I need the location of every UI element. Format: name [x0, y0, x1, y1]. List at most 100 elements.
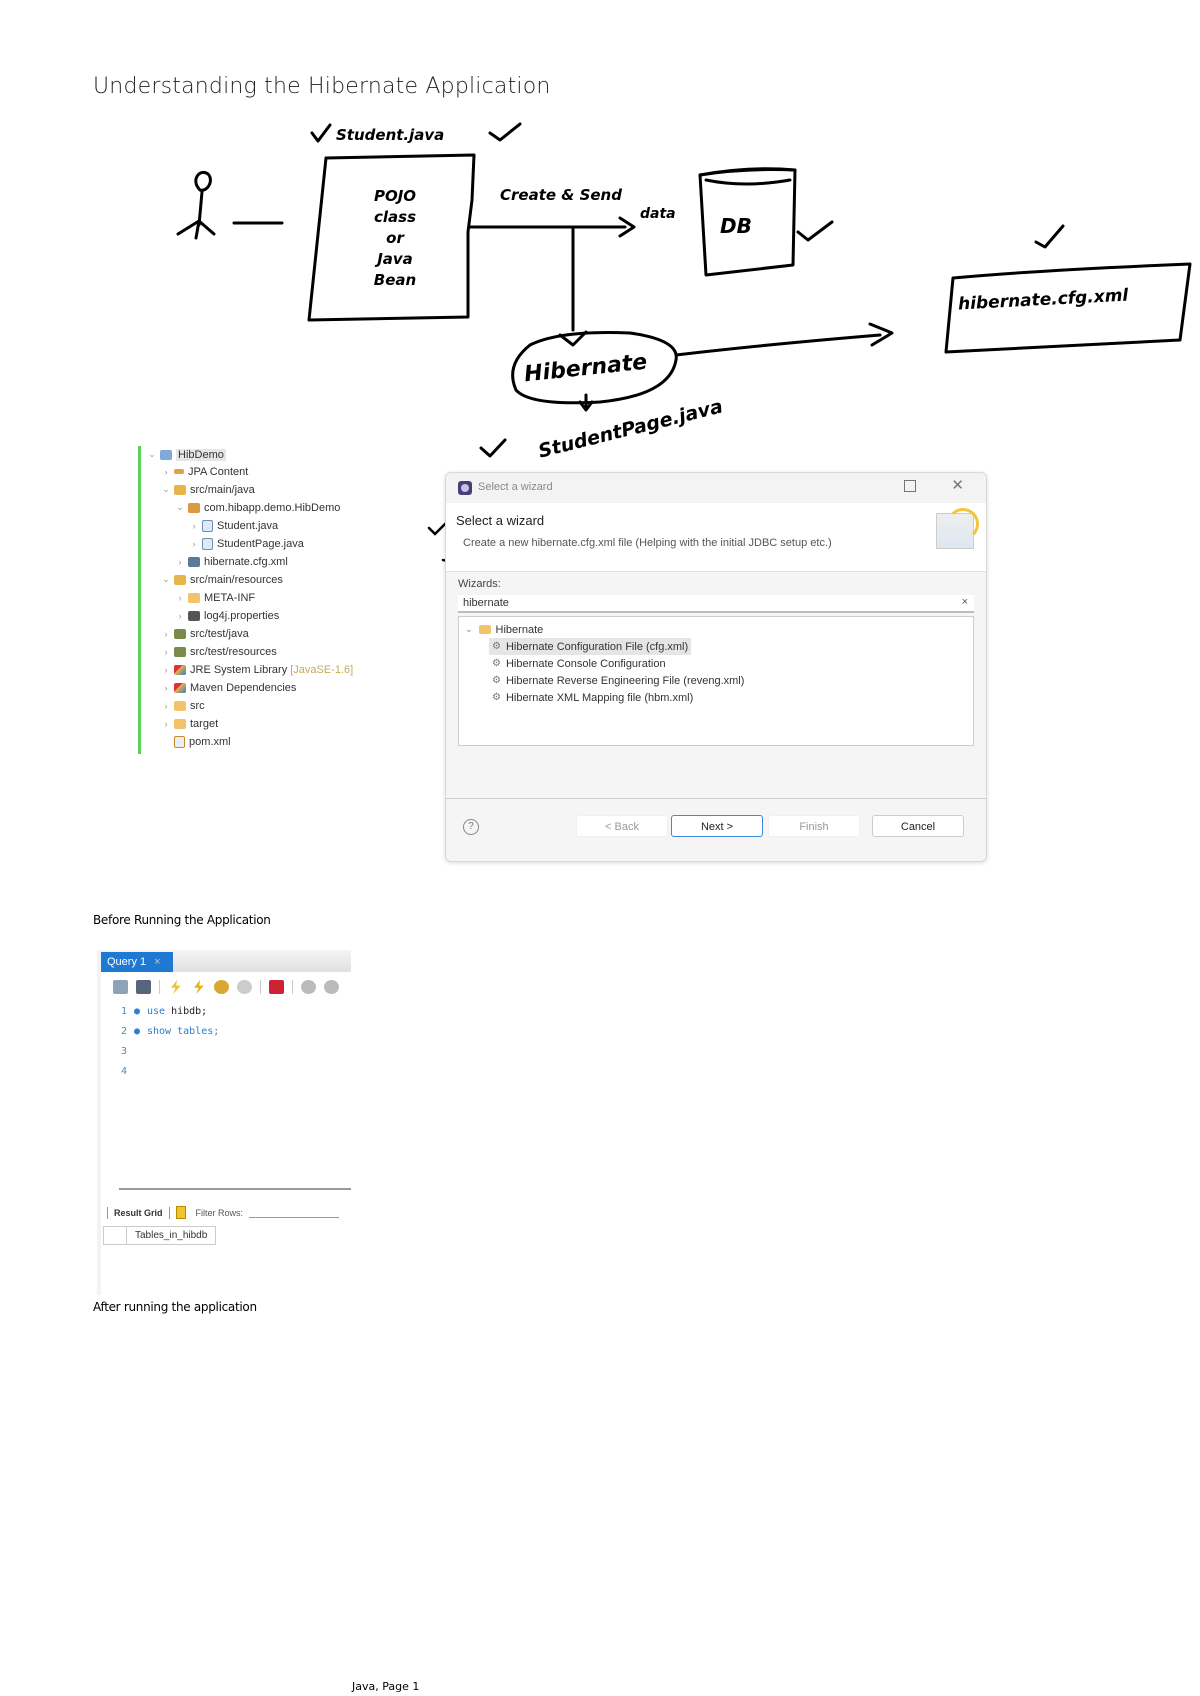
save-icon[interactable] [136, 980, 151, 994]
tree-item-src-test-resources[interactable]: › src/test/resources [161, 643, 277, 660]
tree-item-package[interactable]: ⌄ com.hibapp.demo.HibDemo [175, 499, 340, 516]
column-header[interactable]: Tables_in_hibdb [135, 1230, 208, 1241]
chevron-down-icon[interactable]: ⌄ [465, 624, 473, 634]
chevron-right-icon[interactable]: › [164, 700, 168, 711]
tree-item-maven-deps[interactable]: › Maven Dependencies [161, 679, 297, 696]
tree-item-log4j[interactable]: › log4j.properties [175, 607, 280, 624]
grid-icon[interactable] [175, 1206, 186, 1219]
folder-icon [174, 718, 186, 729]
tree-item-label: Maven Dependencies [190, 681, 297, 694]
code-line[interactable]: 2 ● show tables; [113, 1026, 219, 1037]
code-line[interactable]: 1 ● use hibdb; [113, 1006, 207, 1017]
back-button[interactable]: < Back [576, 815, 668, 837]
chevron-right-icon[interactable]: › [164, 646, 168, 657]
tree-item-label: HibDemo [176, 448, 226, 461]
diagram-pojo-box-text: POJO class or Java Bean [350, 186, 440, 291]
chevron-right-icon[interactable]: › [192, 520, 196, 531]
wizard-filter-input[interactable]: hibernate × [458, 595, 974, 613]
wizard-category-hibernate[interactable]: ⌄ Hibernate [465, 621, 543, 638]
explain-icon[interactable] [214, 980, 229, 994]
wizard-item[interactable]: ⚙ Hibernate XML Mapping file (hbm.xml) [492, 689, 693, 706]
result-grid-tab[interactable]: Result Grid [114, 1207, 163, 1218]
chevron-down-icon[interactable]: ⌄ [162, 484, 170, 494]
tree-item-studentpage-java[interactable]: › StudentPage.java [189, 535, 304, 552]
after-running-label: After running the application [93, 1300, 257, 1314]
tree-item-student-java[interactable]: › Student.java [189, 517, 278, 534]
tree-item-meta-inf[interactable]: › META-INF [175, 589, 256, 606]
chevron-right-icon[interactable]: › [164, 664, 168, 675]
toolbar-divider [168, 1206, 170, 1219]
wizard-item-label: Hibernate Reverse Engineering File (reve… [505, 674, 745, 687]
rollback-icon[interactable] [324, 980, 339, 994]
wizard-item[interactable]: ⚙ Hibernate Console Configuration [492, 655, 666, 672]
chevron-right-icon[interactable]: › [178, 592, 182, 603]
execute-icon[interactable] [171, 980, 181, 994]
help-icon[interactable]: ? [463, 819, 479, 835]
commit-icon[interactable] [301, 980, 316, 994]
tree-item-target[interactable]: › target [161, 715, 219, 732]
open-folder-icon[interactable] [113, 980, 128, 994]
or-line: or [386, 229, 404, 247]
tree-item-label: com.hibapp.demo.HibDemo [204, 501, 341, 514]
close-icon[interactable]: ✕ [951, 477, 964, 494]
chevron-down-icon[interactable]: ⌄ [148, 449, 156, 459]
tree-item-hibdemo[interactable]: ⌄ HibDemo [147, 446, 226, 463]
diagram-db-label: DB [720, 214, 752, 238]
chevron-right-icon[interactable]: › [164, 682, 168, 693]
tree-item-jpa-content[interactable]: › JPA Content [161, 463, 249, 480]
sql-keyword: use [147, 1006, 166, 1017]
project-icon [160, 449, 172, 460]
horizontal-scrollbar[interactable] [119, 1188, 351, 1190]
chevron-down-icon[interactable]: ⌄ [162, 574, 170, 584]
tree-item-jre-library[interactable]: › JRE System Library [JavaSE-1.6] [161, 661, 354, 678]
execute-current-icon[interactable] [194, 980, 204, 994]
query-toolbar [113, 980, 339, 994]
jre-version-label: [JavaSE-1.6] [290, 663, 354, 676]
statement-marker-icon: ● [133, 1006, 141, 1017]
hibernate-wizard-icon: ⚙ [492, 675, 501, 686]
sql-text: hibdb; [165, 1006, 208, 1017]
tree-item-label: src [190, 699, 205, 712]
statement-marker-icon: ● [133, 1026, 141, 1037]
toolbar-divider [107, 1206, 108, 1219]
test-folder-icon [174, 646, 186, 657]
tree-item-label: JRE System Library [190, 663, 288, 676]
folder-icon [174, 700, 186, 711]
tab-query-1[interactable]: Query 1× [101, 952, 173, 972]
clear-filter-icon[interactable]: × [961, 596, 968, 608]
hibernate-config-icon [188, 556, 200, 567]
tree-item-src-main-resources[interactable]: ⌄ src/main/resources [161, 571, 283, 588]
chevron-right-icon[interactable]: › [164, 628, 168, 639]
tree-item-src-main-java[interactable]: ⌄ src/main/java [161, 481, 255, 498]
chevron-right-icon[interactable]: › [178, 610, 182, 621]
code-line[interactable]: 4 [113, 1066, 127, 1077]
close-tab-icon[interactable]: × [154, 956, 161, 968]
tree-item-hibernate-cfg[interactable]: › hibernate.cfg.xml [175, 553, 288, 570]
tree-item-label: src/test/java [190, 627, 249, 640]
page-title: Understanding the Hibernate Application [93, 74, 551, 99]
diagram-label-student-java: Student.java [336, 126, 445, 144]
wizard-item[interactable]: ⚙ Hibernate Configuration File (cfg.xml) [489, 638, 692, 655]
toggle-error-icon[interactable] [269, 980, 284, 994]
toolbar-divider [260, 980, 261, 994]
cancel-button[interactable]: Cancel [872, 815, 964, 837]
chevron-down-icon[interactable]: ⌄ [176, 502, 184, 512]
chevron-right-icon[interactable]: › [192, 538, 196, 549]
chevron-right-icon[interactable]: › [164, 466, 168, 477]
tree-item-src[interactable]: › src [161, 697, 205, 714]
tree-item-pom[interactable]: pom.xml [161, 733, 231, 750]
maximize-icon[interactable] [904, 480, 916, 492]
stop-icon[interactable] [237, 980, 252, 994]
finish-button[interactable]: Finish [768, 815, 860, 837]
wizard-item[interactable]: ⚙ Hibernate Reverse Engineering File (re… [492, 672, 744, 689]
dialog-titlebar[interactable]: Select a wizard ✕ [446, 473, 986, 503]
chevron-right-icon[interactable]: › [178, 556, 182, 567]
chevron-right-icon[interactable]: › [164, 718, 168, 729]
code-line[interactable]: 3 [113, 1046, 127, 1057]
next-button[interactable]: Next > [671, 815, 763, 837]
filter-rows-input[interactable] [249, 1217, 340, 1218]
hibernate-wizard-icon: ⚙ [492, 641, 501, 652]
tree-item-src-test-java[interactable]: › src/test/java [161, 625, 249, 642]
library-icon [174, 682, 186, 693]
wizard-item-label: Hibernate Console Configuration [505, 657, 666, 670]
